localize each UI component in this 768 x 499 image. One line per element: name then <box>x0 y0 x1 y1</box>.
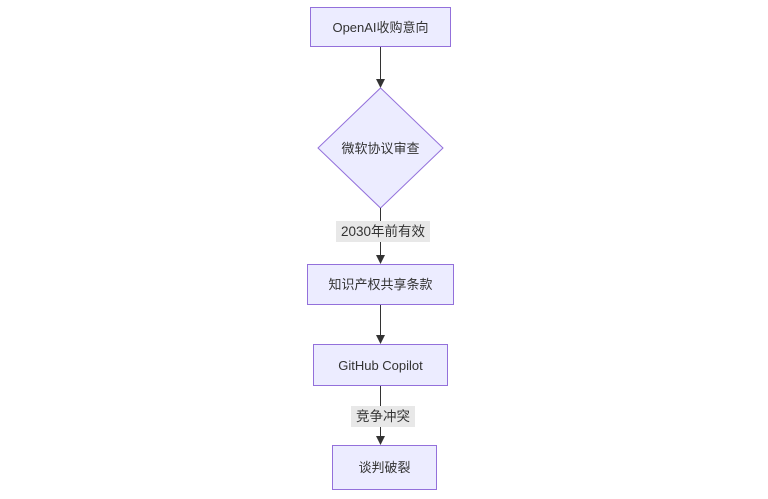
node-negotiation-breakdown: 谈判破裂 <box>332 445 437 490</box>
node-github-copilot: GitHub Copilot <box>313 344 448 386</box>
node-label: 知识产权共享条款 <box>328 277 433 292</box>
node-label: 微软协议审查 <box>341 140 420 156</box>
arrowhead-icon <box>376 255 385 264</box>
edge-label-text: 2030年前有效 <box>341 224 426 239</box>
arrowhead-icon <box>376 79 385 88</box>
edge-label-text: 竞争冲突 <box>356 409 410 424</box>
node-openai-acquisition-intent: OpenAI收购意向 <box>310 7 451 47</box>
node-label: OpenAI收购意向 <box>332 19 429 35</box>
arrowhead-icon <box>376 335 385 344</box>
edge-label-valid-before-2030: 2030年前有效 <box>336 221 431 242</box>
edge-label-competition-conflict: 竞争冲突 <box>351 406 415 427</box>
node-microsoft-agreement-review: 微软协议审查 <box>320 138 441 158</box>
arrowhead-icon <box>376 436 385 445</box>
node-ip-sharing-terms: 知识产权共享条款 <box>307 264 454 305</box>
node-label: 谈判破裂 <box>358 460 411 475</box>
node-label: GitHub Copilot <box>338 357 423 373</box>
